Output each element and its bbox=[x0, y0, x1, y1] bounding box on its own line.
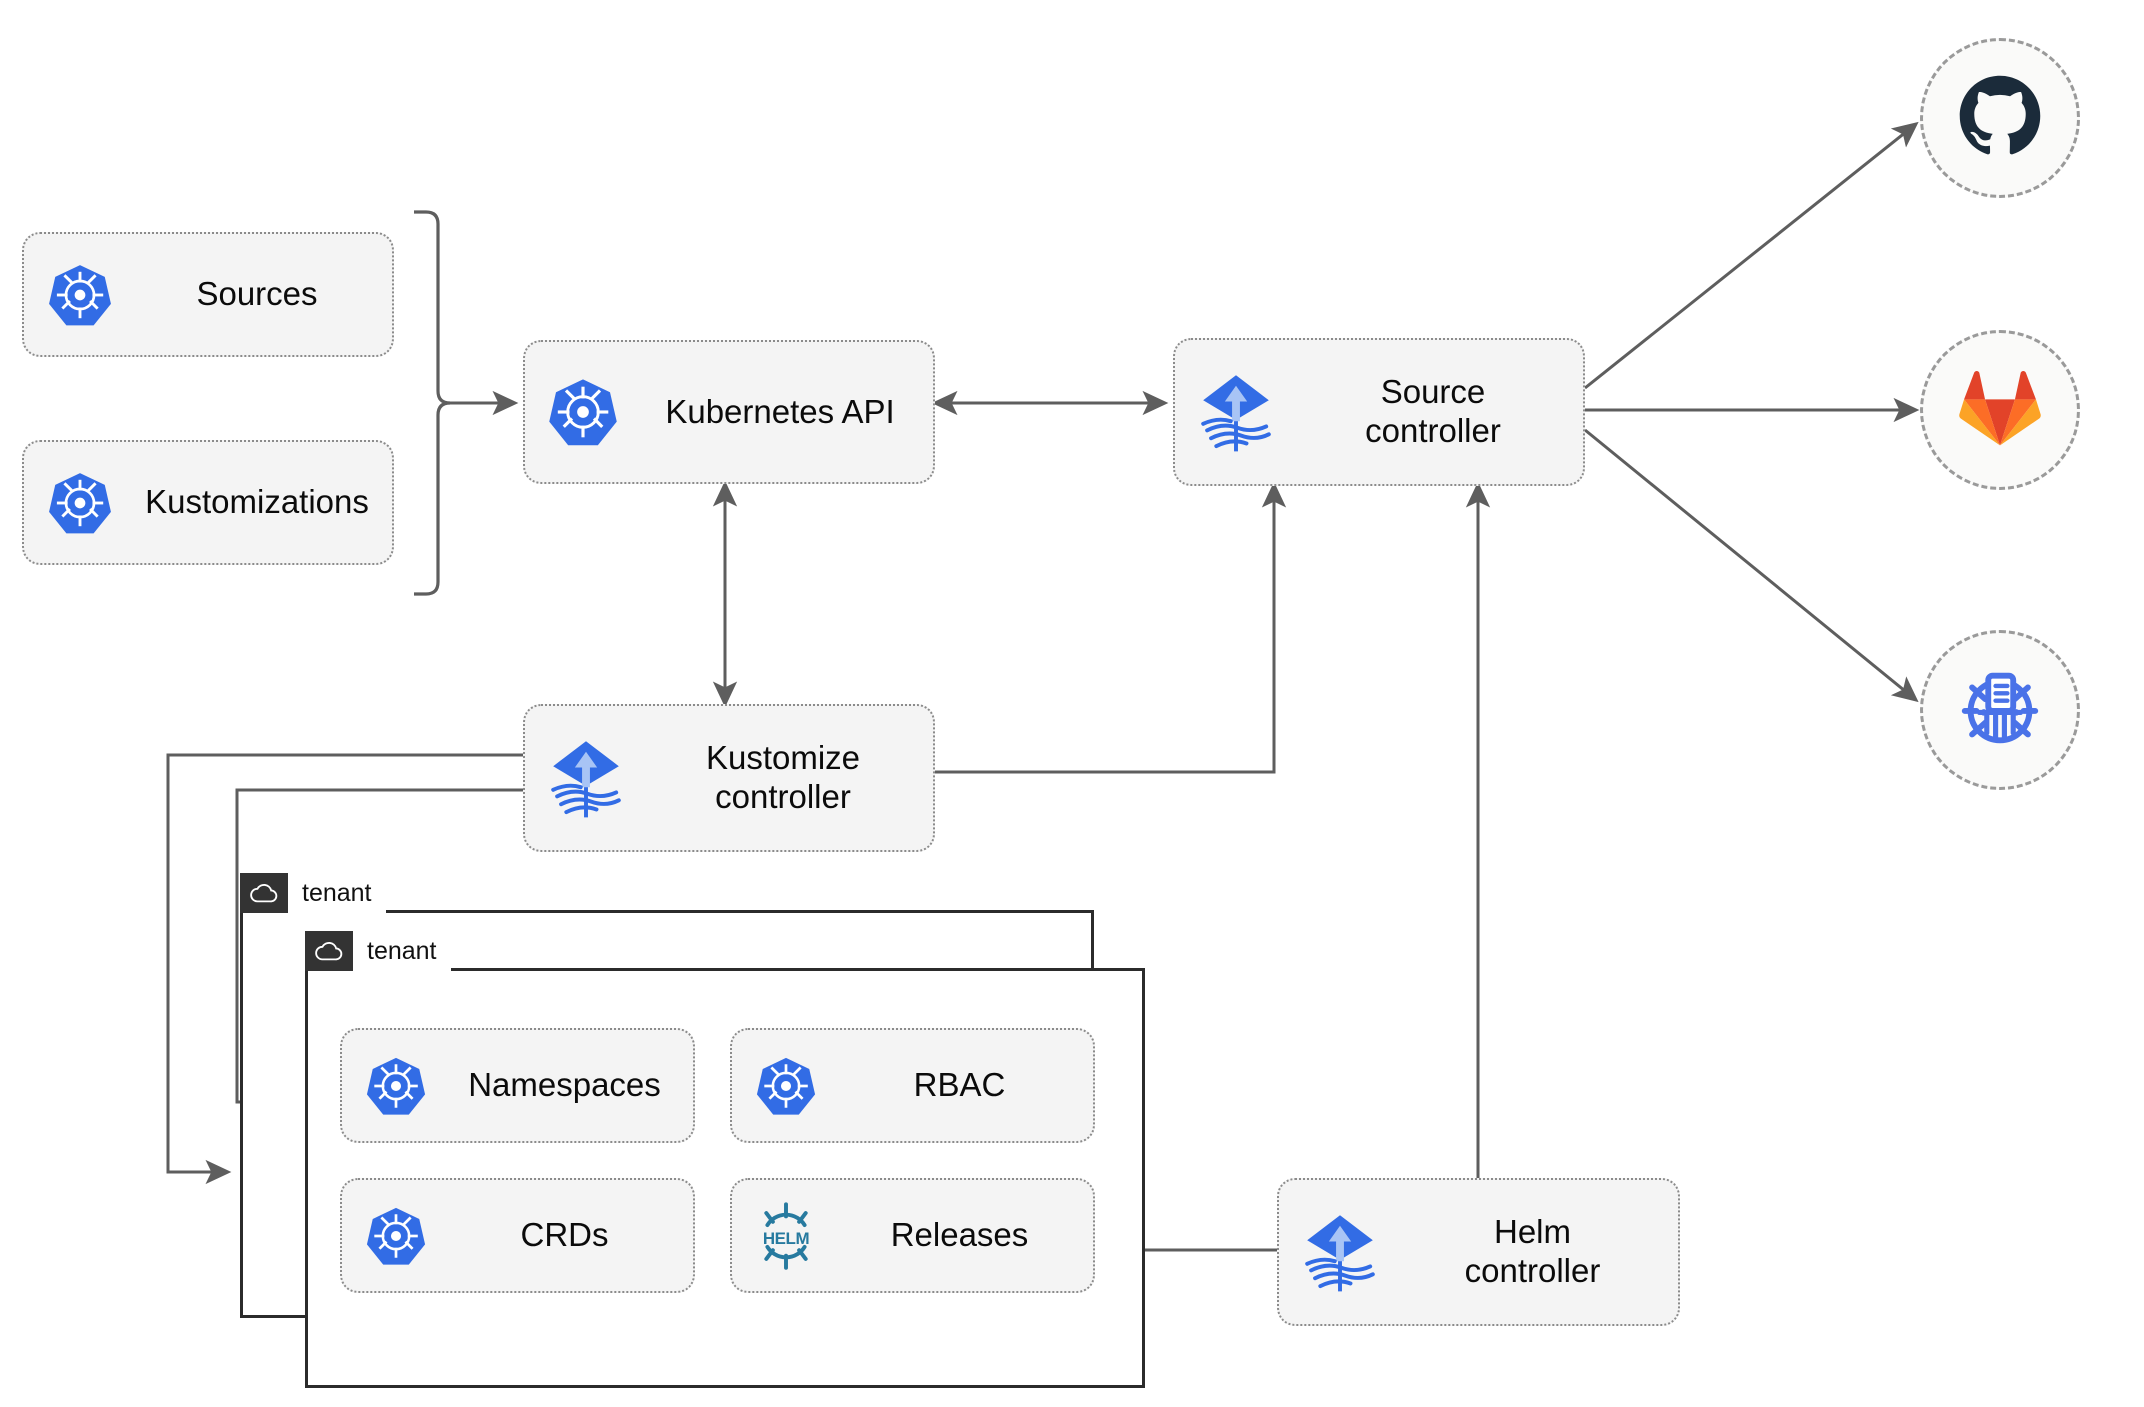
tenant-front-label: tenant bbox=[353, 931, 451, 971]
kubernetes-icon bbox=[732, 1055, 840, 1117]
kustomize-controller-label: Kustomize controller bbox=[705, 739, 861, 815]
releases-label: Releases bbox=[890, 1216, 1029, 1254]
node-rbac[interactable]: RBAC bbox=[730, 1028, 1095, 1143]
kubernetes-api-label: Kubernetes API bbox=[665, 392, 895, 430]
helm-repository-icon bbox=[1953, 661, 2047, 760]
repo-gitlab[interactable] bbox=[1920, 330, 2080, 490]
kustomizations-label: Kustomizations bbox=[145, 483, 369, 521]
kubernetes-icon bbox=[342, 1055, 450, 1117]
kubernetes-icon bbox=[24, 262, 136, 328]
tenant-back-tab: tenant bbox=[240, 873, 386, 913]
node-releases[interactable]: HELM Releases bbox=[730, 1178, 1095, 1293]
rbac-label: RBAC bbox=[913, 1066, 1006, 1104]
namespaces-label: Namespaces bbox=[468, 1066, 661, 1104]
cloud-icon bbox=[305, 931, 353, 971]
tenant-back-label: tenant bbox=[288, 873, 386, 913]
kubernetes-icon bbox=[525, 376, 641, 448]
kubernetes-icon bbox=[342, 1205, 450, 1267]
crds-label: CRDs bbox=[520, 1216, 609, 1254]
repo-helm-repository[interactable] bbox=[1920, 630, 2080, 790]
flux-icon bbox=[1175, 370, 1297, 454]
node-kustomize-controller[interactable]: Kustomize controller bbox=[523, 704, 935, 852]
sources-label: Sources bbox=[196, 275, 318, 313]
cloud-icon bbox=[240, 873, 288, 913]
node-source-controller[interactable]: Source controller bbox=[1173, 338, 1585, 486]
flux-icon bbox=[1279, 1210, 1401, 1294]
repo-github[interactable] bbox=[1920, 38, 2080, 198]
source-controller-label: Source controller bbox=[1365, 373, 1501, 449]
svg-text:HELM: HELM bbox=[763, 1229, 809, 1248]
node-helm-controller[interactable]: Helm controller bbox=[1277, 1178, 1680, 1326]
helm-icon: HELM bbox=[732, 1201, 840, 1271]
node-kubernetes-api[interactable]: Kubernetes API bbox=[523, 340, 935, 484]
node-sources[interactable]: Sources bbox=[22, 232, 394, 357]
gitlab-icon bbox=[1954, 362, 2046, 459]
helm-controller-label: Helm controller bbox=[1464, 1213, 1601, 1289]
node-kustomizations[interactable]: Kustomizations bbox=[22, 440, 394, 565]
github-icon bbox=[1954, 70, 2046, 167]
node-namespaces[interactable]: Namespaces bbox=[340, 1028, 695, 1143]
tenant-front-tab: tenant bbox=[305, 931, 451, 971]
kubernetes-icon bbox=[24, 470, 136, 536]
node-crds[interactable]: CRDs bbox=[340, 1178, 695, 1293]
flux-icon bbox=[525, 736, 647, 820]
